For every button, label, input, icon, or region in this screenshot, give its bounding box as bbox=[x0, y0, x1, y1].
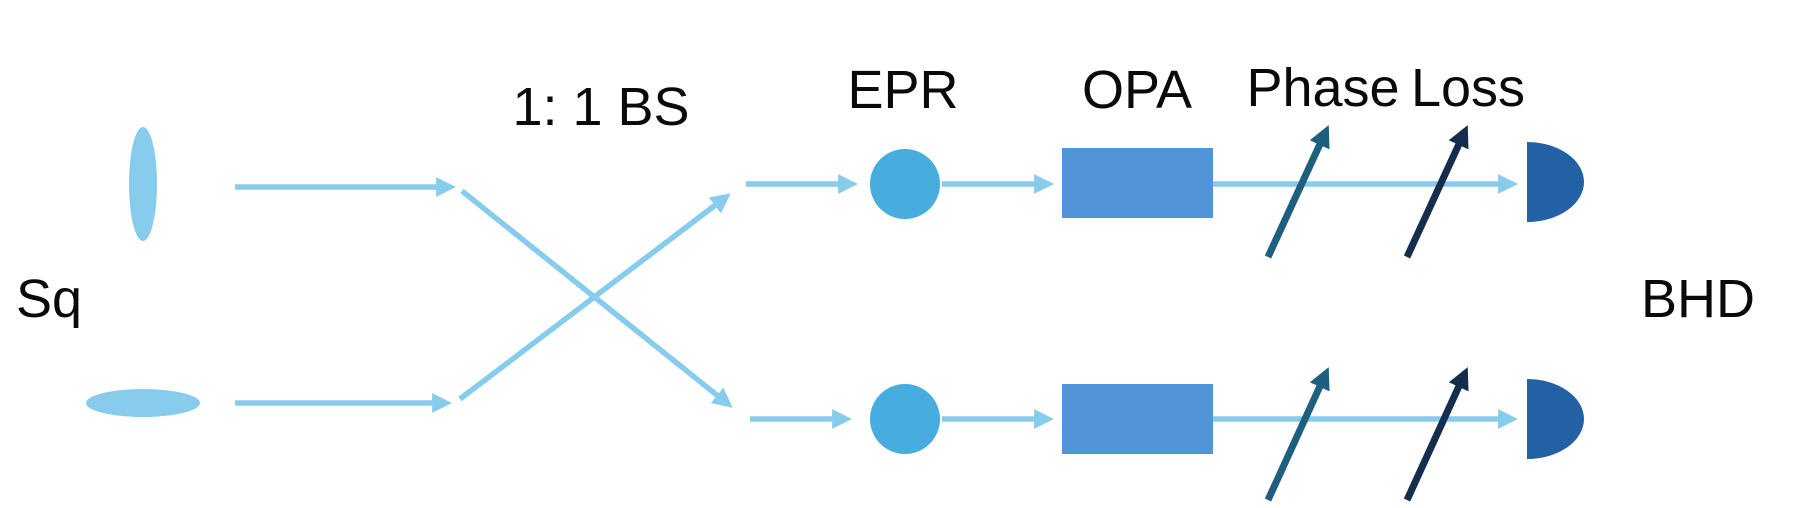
squeezed-state-ellipse-horizontal bbox=[86, 389, 200, 417]
beam-arrow-cross-up bbox=[458, 193, 731, 402]
label-bhd: BHD bbox=[1641, 269, 1755, 329]
label-beam-splitter: 1: 1 BS bbox=[512, 77, 689, 137]
phase-modulation-arrow-top bbox=[1264, 125, 1330, 259]
epr-mode-circle-top bbox=[870, 149, 940, 219]
opa-box-top bbox=[1062, 148, 1213, 218]
bhd-detector-top bbox=[1527, 142, 1584, 222]
squeezed-state-ellipse-vertical bbox=[129, 127, 157, 241]
label-phase: Phase bbox=[1246, 58, 1399, 118]
label-loss: Loss bbox=[1411, 58, 1525, 118]
opa-box-bottom bbox=[1062, 384, 1213, 454]
label-epr: EPR bbox=[847, 60, 958, 120]
phase-modulation-arrow-bottom bbox=[1264, 367, 1330, 502]
label-squeezed: Sq bbox=[16, 269, 82, 329]
label-opa: OPA bbox=[1082, 60, 1192, 120]
bhd-detector-bottom bbox=[1527, 379, 1584, 459]
epr-mode-circle-bottom bbox=[870, 384, 940, 454]
loss-arrow-top bbox=[1403, 125, 1469, 259]
loss-arrow-bottom bbox=[1403, 367, 1469, 502]
